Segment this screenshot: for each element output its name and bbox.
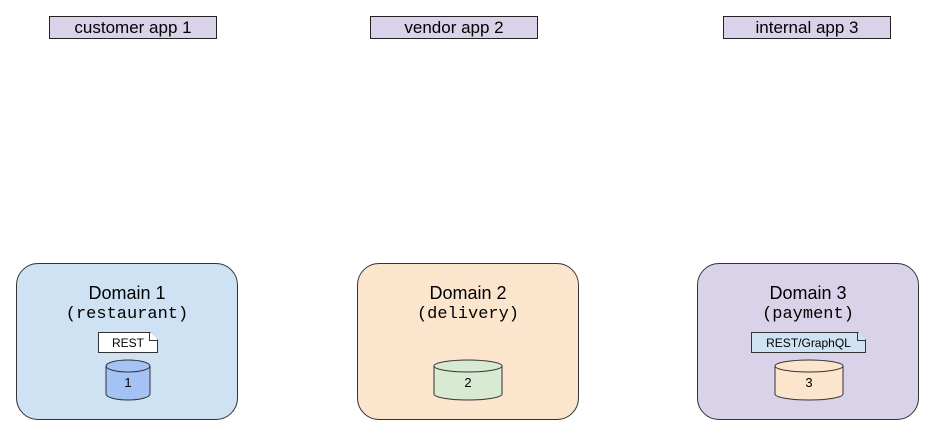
customer-app-label: customer app 1 (74, 17, 192, 37)
domain-3-database-label: 3 (805, 375, 813, 390)
domain-2-container: Domain 2 (delivery) 2 (357, 263, 579, 420)
api-tag-fold-corner (149, 333, 157, 341)
domain-2-database-label: 2 (464, 375, 472, 390)
domain-2-title: Domain 2 (429, 283, 507, 303)
domain-2-database-icon: 2 (433, 359, 503, 401)
domain-1-database-icon: 1 (105, 359, 151, 401)
domain-3-api-label: REST/GraphQL (766, 335, 851, 350)
domain-1-api-tag: REST (98, 332, 158, 353)
domain-1-subtitle: (restaurant) (65, 305, 189, 324)
vendor-app-box: vendor app 2 (370, 16, 538, 39)
domain-1-container: Domain 1 (restaurant) REST 1 (16, 263, 238, 420)
domain-3-container: Domain 3 (payment) REST/GraphQL 3 (697, 263, 919, 420)
domain-1-api-label: REST (111, 335, 144, 350)
domain-3-database-icon: 3 (774, 359, 844, 401)
internal-app-box: internal app 3 (723, 16, 891, 39)
domain-3-subtitle: (payment) (762, 305, 854, 324)
internal-app-label: internal app 3 (755, 17, 859, 37)
domain-3-api-tag: REST/GraphQL (751, 332, 866, 353)
domain-3-title: Domain 3 (769, 283, 847, 303)
customer-app-box: customer app 1 (49, 16, 217, 39)
domain-1-title: Domain 1 (88, 283, 166, 303)
api-tag-fold-corner (857, 333, 865, 341)
domain-1-database-label: 1 (124, 375, 132, 390)
domain-2-subtitle: (delivery) (416, 305, 520, 324)
vendor-app-label: vendor app 2 (404, 17, 504, 37)
